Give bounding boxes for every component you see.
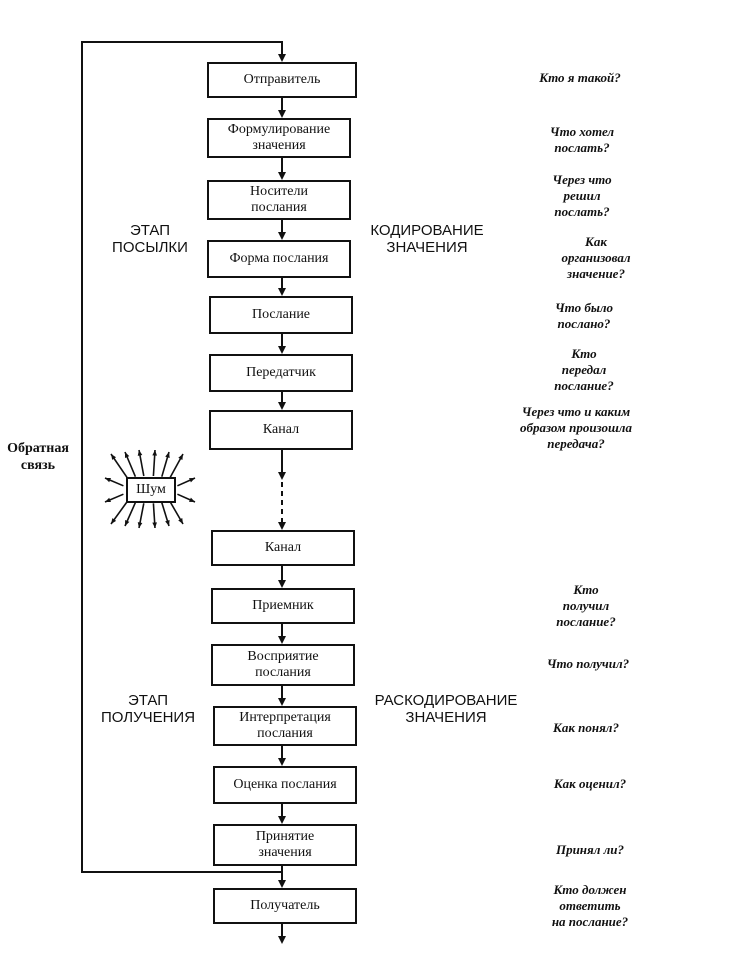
step-receiver: Приемник [211,588,355,624]
stage-send-label: ЭТАП ПОСЫЛКИ [112,222,188,256]
arrow-step-5 [278,402,286,410]
noise-ray-arrow-3 [152,450,157,456]
step-interpretation: Интерпретация послания [213,706,357,746]
arrow-step-10 [278,758,286,766]
stage-encode-label: КОДИРОВАНИЕ ЗНАЧЕНИЯ [370,222,484,256]
question-perception: Что получил? [546,656,630,671]
question-sender: Кто я такой? [539,70,621,85]
arrow-step-7 [278,580,286,588]
step-message: Послание [209,296,353,334]
step-sender: Отправитель [207,62,357,98]
step-meaning-acceptance: Принятие значения [213,824,357,866]
step-message-form: Форма послания [207,240,351,278]
arrow-step-12 [278,880,286,888]
noise-ray-arrow-0 [111,454,117,460]
arrow-step-1 [278,172,286,180]
question-acceptance: Принял ли? [555,842,625,857]
question-message: Что было послано? [554,300,614,331]
arrow-feedback [278,54,286,62]
question-receiver: Кто получил послание? [556,582,616,629]
noise-box: Шум [126,477,176,503]
noise-ray-arrow-8 [137,522,143,528]
noise-ray-arrow-14 [189,478,195,483]
noise-ray-arrow-12 [105,478,111,483]
stage-receive-label: ЭТАП ПОЛУЧЕНИЯ [100,692,196,726]
noise-ray-arrow-15 [189,497,195,502]
arrow-step-4 [278,346,286,354]
noise-ray-arrow-13 [105,497,111,502]
stage-decode-label: РАСКОДИРОВАНИЕ ЗНАЧЕНИЯ [374,692,518,726]
arrow-step-9 [278,698,286,706]
step-transmitter: Передатчик [209,354,353,392]
noise-ray-arrow-9 [152,522,157,528]
question-evaluation: Как оценил? [553,776,627,791]
noise-ray-arrow-7 [125,520,130,526]
arrow-step-2 [278,232,286,240]
question-formulation: Что хотел послать? [549,124,615,155]
noise-ray-arrow-5 [178,454,183,460]
arrow-step-8 [278,636,286,644]
step-channel-receive: Канал [211,530,355,566]
step-message-carriers: Носители послания [207,180,351,220]
arrow-channel-mid [278,472,286,480]
step-meaning-formulation: Формулирование значения [207,118,351,158]
step-evaluation: Оценка послания [213,766,357,804]
noise-ray-arrow-4 [165,452,170,458]
arrow-channel-end [278,522,286,530]
feedback-loop-line [81,41,283,873]
question-interpretation: Как понял? [553,720,619,735]
feedback-label: Обратная связь [7,441,69,473]
question-carriers: Через что решил послать? [552,172,612,219]
question-form: Как организовал значение? [561,234,631,281]
question-recipient: Кто должен ответить на послание? [551,882,629,929]
arrow-output [278,936,286,944]
step-channel-send: Канал [209,410,353,450]
arrow-step-11 [278,816,286,824]
arrow-step-3 [278,288,286,296]
step-recipient: Получатель [213,888,357,924]
question-channel: Через что и каким образом произошла пере… [520,404,632,451]
arrow-step-0 [278,110,286,118]
noise-ray-arrow-11 [178,518,183,524]
step-perception: Восприятие послания [211,644,355,686]
question-transmitter: Кто передал послание? [554,346,614,393]
noise-ray-arrow-10 [165,520,170,526]
noise-ray-arrow-6 [111,518,117,524]
noise-ray-arrow-1 [124,452,130,458]
noise-ray-arrow-2 [137,450,143,456]
